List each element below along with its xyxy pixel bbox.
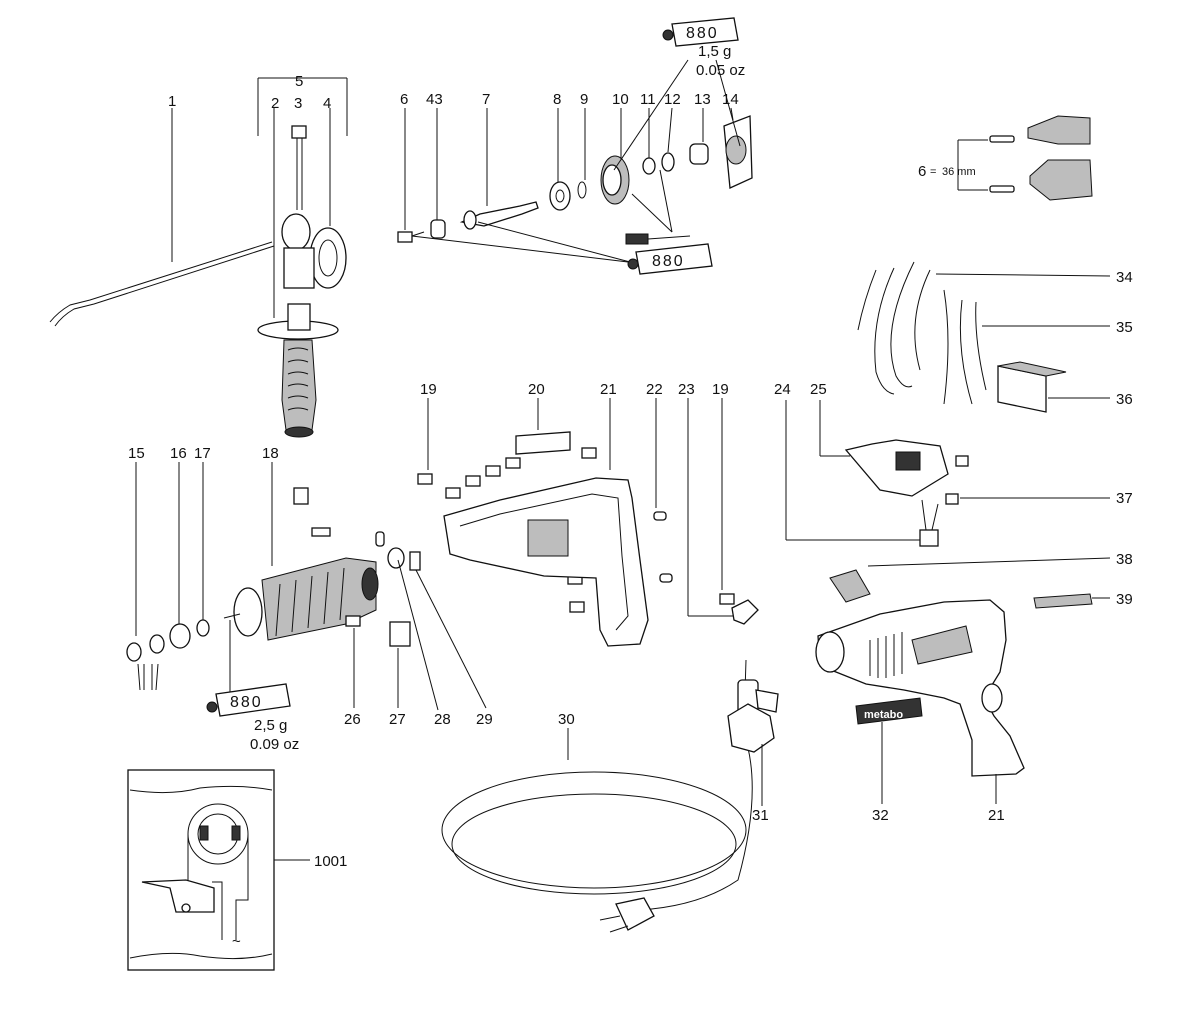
housing-half-assembly [417,398,759,647]
callout-32: 32 [872,807,889,824]
spindle-gear-assembly [397,59,753,263]
cable-clamp-31 [727,679,779,806]
grease-amount-bottom: 2,5 g [254,717,287,734]
grease-tube-icon [662,17,739,47]
callout-28: 28 [434,711,451,728]
callout-25: 25 [810,381,827,398]
side-handle-assembly [257,77,348,438]
callout-29: 29 [476,711,493,728]
callout-26: 26 [344,711,361,728]
callout-4: 4 [323,95,331,112]
grease-code-middle: 880 [652,253,685,270]
callout-17: 17 [194,445,211,462]
callout-39: 39 [1116,591,1133,608]
armature-assembly [126,462,487,711]
callout-5: 5 [295,73,303,90]
callout-9: 9 [580,91,588,108]
brush-holder-24 [785,400,939,547]
callout-24: 24 [774,381,791,398]
callout-20: 20 [528,381,545,398]
callout-22: 22 [646,381,663,398]
assembled-drill [815,557,1111,804]
screw-37 [945,493,1110,505]
callout-18: 18 [262,445,279,462]
grease-amount-top: 1,5 g [698,43,731,60]
callout-13: 13 [694,91,711,108]
chuck-note-label: 6 [918,163,926,180]
brand-plate-text: metabo [864,709,903,721]
wiring-diagram-icon [127,769,310,971]
callout-30: 30 [558,711,575,728]
callout-8: 8 [553,91,561,108]
callout-37: 37 [1116,490,1133,507]
callout-14: 14 [722,91,739,108]
callout-12: 12 [664,91,681,108]
callout-43: 43 [426,91,443,108]
drill-chuck-icon [957,115,1093,201]
callout-19-left: 19 [420,381,437,398]
callout-23: 23 [678,381,695,398]
carbon-block-36 [997,361,1110,413]
chuck-note-eq: = [930,166,936,178]
callout-6: 6 [400,91,408,108]
callout-38: 38 [1116,551,1133,568]
grease-amount-oz-bottom: 0.09 oz [250,736,299,753]
switch-part-25 [819,400,969,497]
wire-set-34 [857,261,1111,395]
callout-31: 31 [752,807,769,824]
grease-tube-icon [206,683,291,717]
grease-code-top: 880 [686,25,719,42]
callout-19-right: 19 [712,381,729,398]
callout-16: 16 [170,445,187,462]
callout-21-housing: 21 [600,381,617,398]
depth-rod-part-1 [49,108,275,327]
callout-21-drill: 21 [988,807,1005,824]
chuck-note-size: 36 mm [942,166,976,178]
power-plug-icon [599,897,655,933]
callout-27: 27 [389,711,406,728]
callout-1: 1 [168,93,176,110]
callout-15: 15 [128,445,145,462]
callout-10: 10 [612,91,629,108]
grease-tube-icon [627,243,713,275]
grease-brush-icon [625,233,691,245]
callout-35: 35 [1116,319,1133,336]
callout-3: 3 [294,95,302,112]
callout-11: 11 [640,91,656,108]
callout-7: 7 [482,91,490,108]
callout-36: 36 [1116,391,1133,408]
callout-1001: 1001 [314,853,347,870]
grease-amount-oz-top: 0.05 oz [696,62,745,79]
wire-set-35 [943,289,1110,405]
ac-symbol-icon: ~ [232,933,241,950]
callout-2: 2 [271,95,279,112]
callout-34: 34 [1116,269,1133,286]
grease-code-bottom: 880 [230,694,263,711]
power-cable-30 [441,659,753,911]
